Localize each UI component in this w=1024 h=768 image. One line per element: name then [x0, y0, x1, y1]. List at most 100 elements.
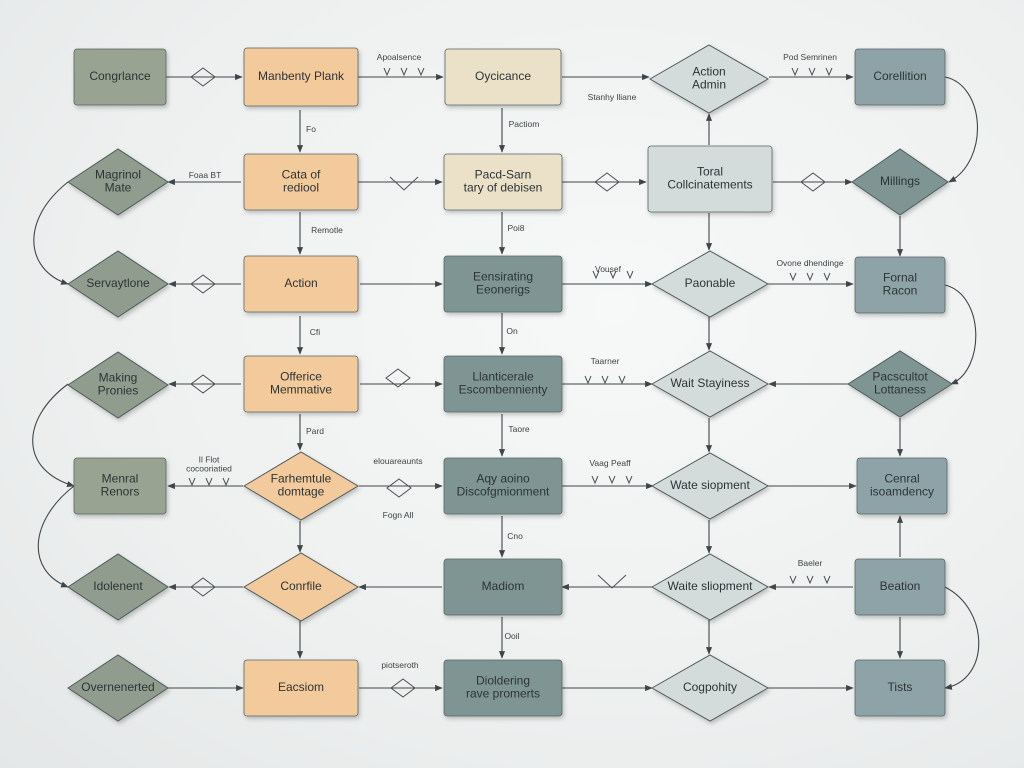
- connector-arrow: [32, 383, 75, 487]
- edge-label: Ooil: [504, 631, 519, 641]
- node-diamond: [67, 148, 169, 216]
- node-box: [854, 558, 946, 616]
- connector-marker: [390, 678, 416, 698]
- flow-node-n32[interactable]: Eacsiom: [243, 659, 359, 717]
- flow-node-n28[interactable]: Madiom: [443, 558, 563, 616]
- node-diamond: [243, 451, 359, 521]
- edge-label: Taore: [508, 424, 530, 434]
- node-diamond: [650, 553, 770, 621]
- node-diamond: [243, 552, 359, 622]
- node-box: [73, 457, 167, 515]
- flow-node-n30[interactable]: Beation: [854, 558, 946, 616]
- flow-node-n34[interactable]: Cogpohity: [650, 654, 770, 722]
- node-box: [854, 256, 946, 314]
- flow-node-n14[interactable]: Paonable: [650, 250, 770, 318]
- edge-label: Vousef: [595, 264, 622, 274]
- node-label: Manbenty Plank: [258, 69, 345, 83]
- edge-label: piotseroth: [381, 660, 419, 670]
- edge-label: elouareaunts: [373, 456, 422, 466]
- connector-arrow: [944, 76, 979, 183]
- node-box: [854, 48, 946, 106]
- node-label: Millings: [880, 174, 920, 188]
- node-box: [243, 255, 359, 313]
- flow-node-n12[interactable]: Action: [243, 255, 359, 313]
- edge-label: Cno: [507, 531, 523, 541]
- node-box: [243, 355, 359, 413]
- connector-marker: [597, 574, 627, 589]
- flow-node-n29[interactable]: Waite sliopment: [650, 553, 770, 621]
- connector-marker: [584, 375, 626, 385]
- node-label: Paonable: [685, 276, 736, 290]
- edge-label: Pod Semrinen: [783, 52, 837, 62]
- flow-node-n2[interactable]: Manbenty Plank: [243, 47, 359, 107]
- flow-node-n5[interactable]: Corellition: [854, 48, 946, 106]
- connector-markers-layer: [188, 67, 833, 698]
- node-label: Servaytlone: [86, 276, 150, 290]
- flow-node-n24[interactable]: Wate siopment: [650, 452, 770, 520]
- flow-node-n19[interactable]: Wait Stayiness: [650, 350, 770, 418]
- connector-arrow: [37, 485, 75, 588]
- flow-node-n31[interactable]: Overnenerted: [67, 654, 169, 722]
- edge-label: Pard: [306, 426, 324, 436]
- node-label: Beation: [880, 579, 921, 593]
- connector-marker: [383, 67, 425, 77]
- connector-arrow: [944, 586, 980, 690]
- node-label: Corellition: [873, 69, 926, 83]
- node-label: Wait Stayiness: [671, 376, 750, 390]
- connector-layer: [32, 73, 980, 692]
- node-diamond: [851, 148, 949, 216]
- flow-node-n35[interactable]: Tists: [854, 659, 946, 717]
- flow-node-n26[interactable]: Idolenent: [67, 553, 169, 621]
- flow-node-n3[interactable]: Oycicance: [444, 48, 562, 106]
- flow-node-n27[interactable]: Conrfile: [243, 552, 359, 622]
- edge-label: Poi8: [507, 223, 524, 233]
- connector-marker: [594, 172, 620, 192]
- flow-node-n1[interactable]: Congrlance: [73, 48, 167, 106]
- node-label: Madiom: [482, 579, 525, 593]
- node-label: Waite sliopment: [668, 579, 754, 593]
- connector-marker: [190, 67, 216, 87]
- node-diamond: [650, 452, 770, 520]
- node-box: [443, 659, 563, 717]
- node-diamond: [650, 654, 770, 722]
- edge-label: On: [506, 326, 518, 336]
- connector-arrow: [33, 181, 69, 285]
- node-diamond: [67, 654, 169, 722]
- connector-marker: [791, 67, 833, 77]
- connector-marker: [800, 172, 826, 192]
- flow-node-n11[interactable]: Servaytlone: [67, 250, 169, 318]
- flow-node-n10[interactable]: Millings: [851, 148, 949, 216]
- node-box: [243, 659, 359, 717]
- node-diamond: [847, 350, 953, 418]
- edge-label: Stanhy lliane: [588, 92, 637, 102]
